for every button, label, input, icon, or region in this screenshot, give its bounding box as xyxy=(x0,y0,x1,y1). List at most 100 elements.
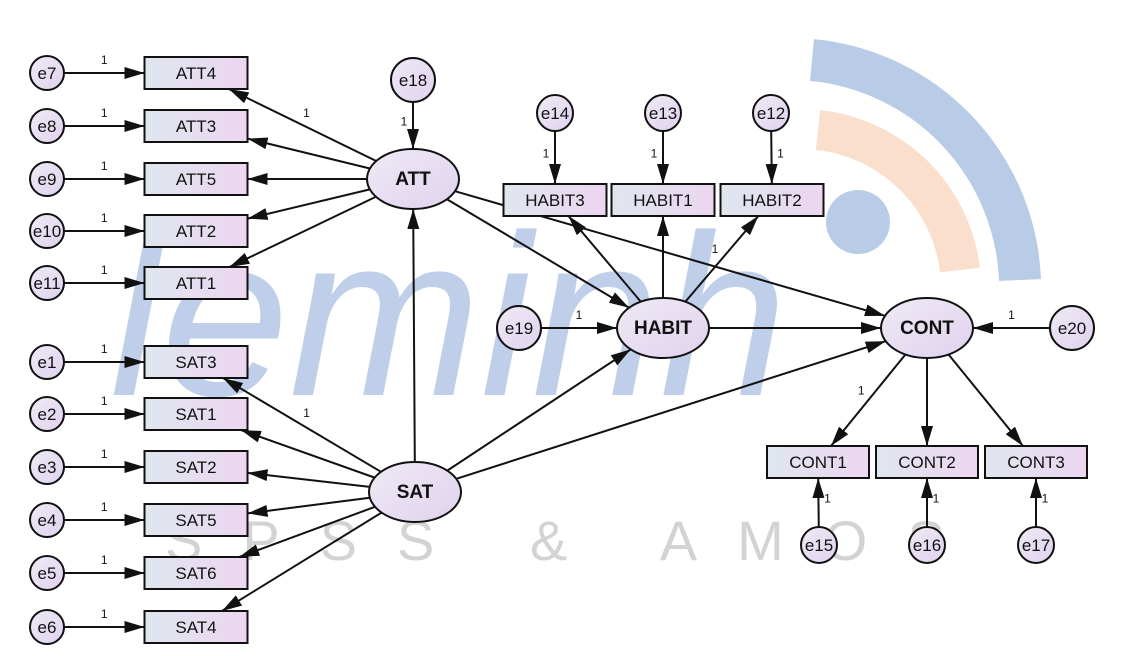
path-HABIT-to-HABIT3[interactable] xyxy=(567,215,642,303)
observed-variable-att1[interactable]: ATT1 xyxy=(143,266,249,300)
path-weight-label: 1 xyxy=(101,263,108,277)
path-CONT-to-CONT3[interactable] xyxy=(947,353,1024,447)
node-shape xyxy=(143,109,249,143)
wifi-arc-blue xyxy=(809,39,1041,282)
error-term-e7[interactable]: e7 xyxy=(29,55,65,91)
error-term-e12[interactable]: e12 xyxy=(752,94,790,132)
path-SAT-to-ATT[interactable] xyxy=(407,208,420,463)
path-weight-label: 1 xyxy=(651,147,658,161)
error-term-e1[interactable]: e1 xyxy=(29,344,65,380)
node-label: SAT1 xyxy=(175,405,216,424)
path-ATT-to-HABIT[interactable] xyxy=(446,198,630,309)
path-ATT-to-ATT2[interactable] xyxy=(247,188,371,220)
error-term-e13[interactable]: e13 xyxy=(644,94,682,132)
error-term-e15[interactable]: e15 xyxy=(800,526,838,564)
path-e15-to-CONT1[interactable] xyxy=(812,477,825,528)
observed-variable-att4[interactable]: ATT4 xyxy=(143,56,249,90)
error-term-e11[interactable]: e11 xyxy=(29,265,65,301)
error-term-e19[interactable]: e19 xyxy=(496,305,542,351)
node-shape xyxy=(29,213,65,249)
path-weight-label: 1 xyxy=(101,553,108,567)
path-SAT-to-SAT4[interactable] xyxy=(221,511,383,612)
node-label: e1 xyxy=(38,353,57,372)
node-shape xyxy=(800,526,838,564)
path-SAT-to-SAT3[interactable] xyxy=(222,377,382,473)
path-SAT-to-SAT2[interactable] xyxy=(247,469,370,488)
error-term-e14[interactable]: e14 xyxy=(536,94,574,132)
latent-variable-att[interactable]: ATT xyxy=(366,148,460,210)
path-HABIT-to-HABIT2[interactable] xyxy=(684,215,760,303)
observed-variable-att5[interactable]: ATT5 xyxy=(143,162,249,196)
error-term-e5[interactable]: e5 xyxy=(29,555,65,591)
path-SAT-to-SAT6[interactable] xyxy=(238,505,376,558)
latent-variable-cont[interactable]: CONT xyxy=(880,297,974,359)
observed-variable-sat1[interactable]: SAT1 xyxy=(143,397,249,431)
error-term-e2[interactable]: e2 xyxy=(29,396,65,432)
observed-variable-habit2[interactable]: HABIT2 xyxy=(719,183,825,217)
error-term-e17[interactable]: e17 xyxy=(1017,526,1055,564)
node-shape xyxy=(390,57,436,103)
error-term-e20[interactable]: e20 xyxy=(1049,305,1095,351)
watermark-tagline: SPSS & AMOS xyxy=(165,509,985,572)
observed-variable-att3[interactable]: ATT3 xyxy=(143,109,249,143)
error-term-e4[interactable]: e4 xyxy=(29,502,65,538)
node-shape xyxy=(366,148,460,210)
observed-variable-cont2[interactable]: CONT2 xyxy=(875,445,979,479)
path-SAT-to-CONT[interactable] xyxy=(455,340,887,480)
node-shape xyxy=(143,214,249,248)
path-weight-label: 1 xyxy=(101,159,108,173)
path-ATT-to-ATT3[interactable] xyxy=(247,137,371,170)
path-ATT-to-ATT1[interactable] xyxy=(228,195,377,268)
path-weight-label: 1 xyxy=(101,106,108,120)
node-label: ATT4 xyxy=(176,64,216,83)
latent-variable-sat[interactable]: SAT xyxy=(368,461,462,523)
path-SAT-to-SAT5[interactable] xyxy=(247,496,370,517)
path-weight-label: 1 xyxy=(101,394,108,408)
path-e12-to-HABIT2[interactable] xyxy=(765,130,778,185)
path-weight-label: 1 xyxy=(824,491,831,505)
node-shape xyxy=(908,526,946,564)
node-label: e9 xyxy=(38,170,57,189)
node-shape xyxy=(29,396,65,432)
path-SAT-to-SAT1[interactable] xyxy=(240,429,375,479)
path-weight-label: 1 xyxy=(777,146,784,160)
path-weight-label: 1 xyxy=(1042,492,1049,506)
node-label: CONT xyxy=(900,318,954,339)
node-shape xyxy=(719,183,825,217)
observed-variable-sat3[interactable]: SAT3 xyxy=(143,345,249,379)
node-shape xyxy=(143,503,249,537)
node-shape xyxy=(1017,526,1055,564)
error-term-e6[interactable]: e6 xyxy=(29,609,65,645)
error-term-e16[interactable]: e16 xyxy=(908,526,946,564)
observed-variable-habit1[interactable]: HABIT1 xyxy=(610,183,716,217)
node-shape xyxy=(875,445,979,479)
observed-variable-sat6[interactable]: SAT6 xyxy=(143,556,249,590)
node-label: SAT5 xyxy=(175,511,216,530)
node-shape xyxy=(143,556,249,590)
error-term-e10[interactable]: e10 xyxy=(29,213,65,249)
node-shape xyxy=(143,56,249,90)
observed-variable-att2[interactable]: ATT2 xyxy=(143,214,249,248)
node-shape xyxy=(29,609,65,645)
node-shape xyxy=(143,397,249,431)
path-SAT-to-HABIT[interactable] xyxy=(446,348,632,472)
path-ATT-to-ATT4[interactable] xyxy=(228,88,377,162)
path-weight-label: 1 xyxy=(101,447,108,461)
node-shape xyxy=(143,450,249,484)
node-shape xyxy=(29,344,65,380)
error-term-e3[interactable]: e3 xyxy=(29,449,65,485)
observed-variable-sat2[interactable]: SAT2 xyxy=(143,450,249,484)
path-CONT-to-CONT1[interactable] xyxy=(830,353,907,447)
error-term-e9[interactable]: e9 xyxy=(29,161,65,197)
observed-variable-cont1[interactable]: CONT1 xyxy=(766,445,870,479)
error-term-e8[interactable]: e8 xyxy=(29,108,65,144)
path-weight-label: 1 xyxy=(576,308,583,322)
error-term-e18[interactable]: e18 xyxy=(390,57,436,103)
observed-variable-habit3[interactable]: HABIT3 xyxy=(502,183,608,217)
observed-variable-cont3[interactable]: CONT3 xyxy=(984,445,1088,479)
node-label: e5 xyxy=(38,564,57,583)
latent-variable-habit[interactable]: HABIT xyxy=(616,297,710,359)
node-label: e16 xyxy=(913,536,941,555)
observed-variable-sat5[interactable]: SAT5 xyxy=(143,503,249,537)
observed-variable-sat4[interactable]: SAT4 xyxy=(143,610,249,644)
